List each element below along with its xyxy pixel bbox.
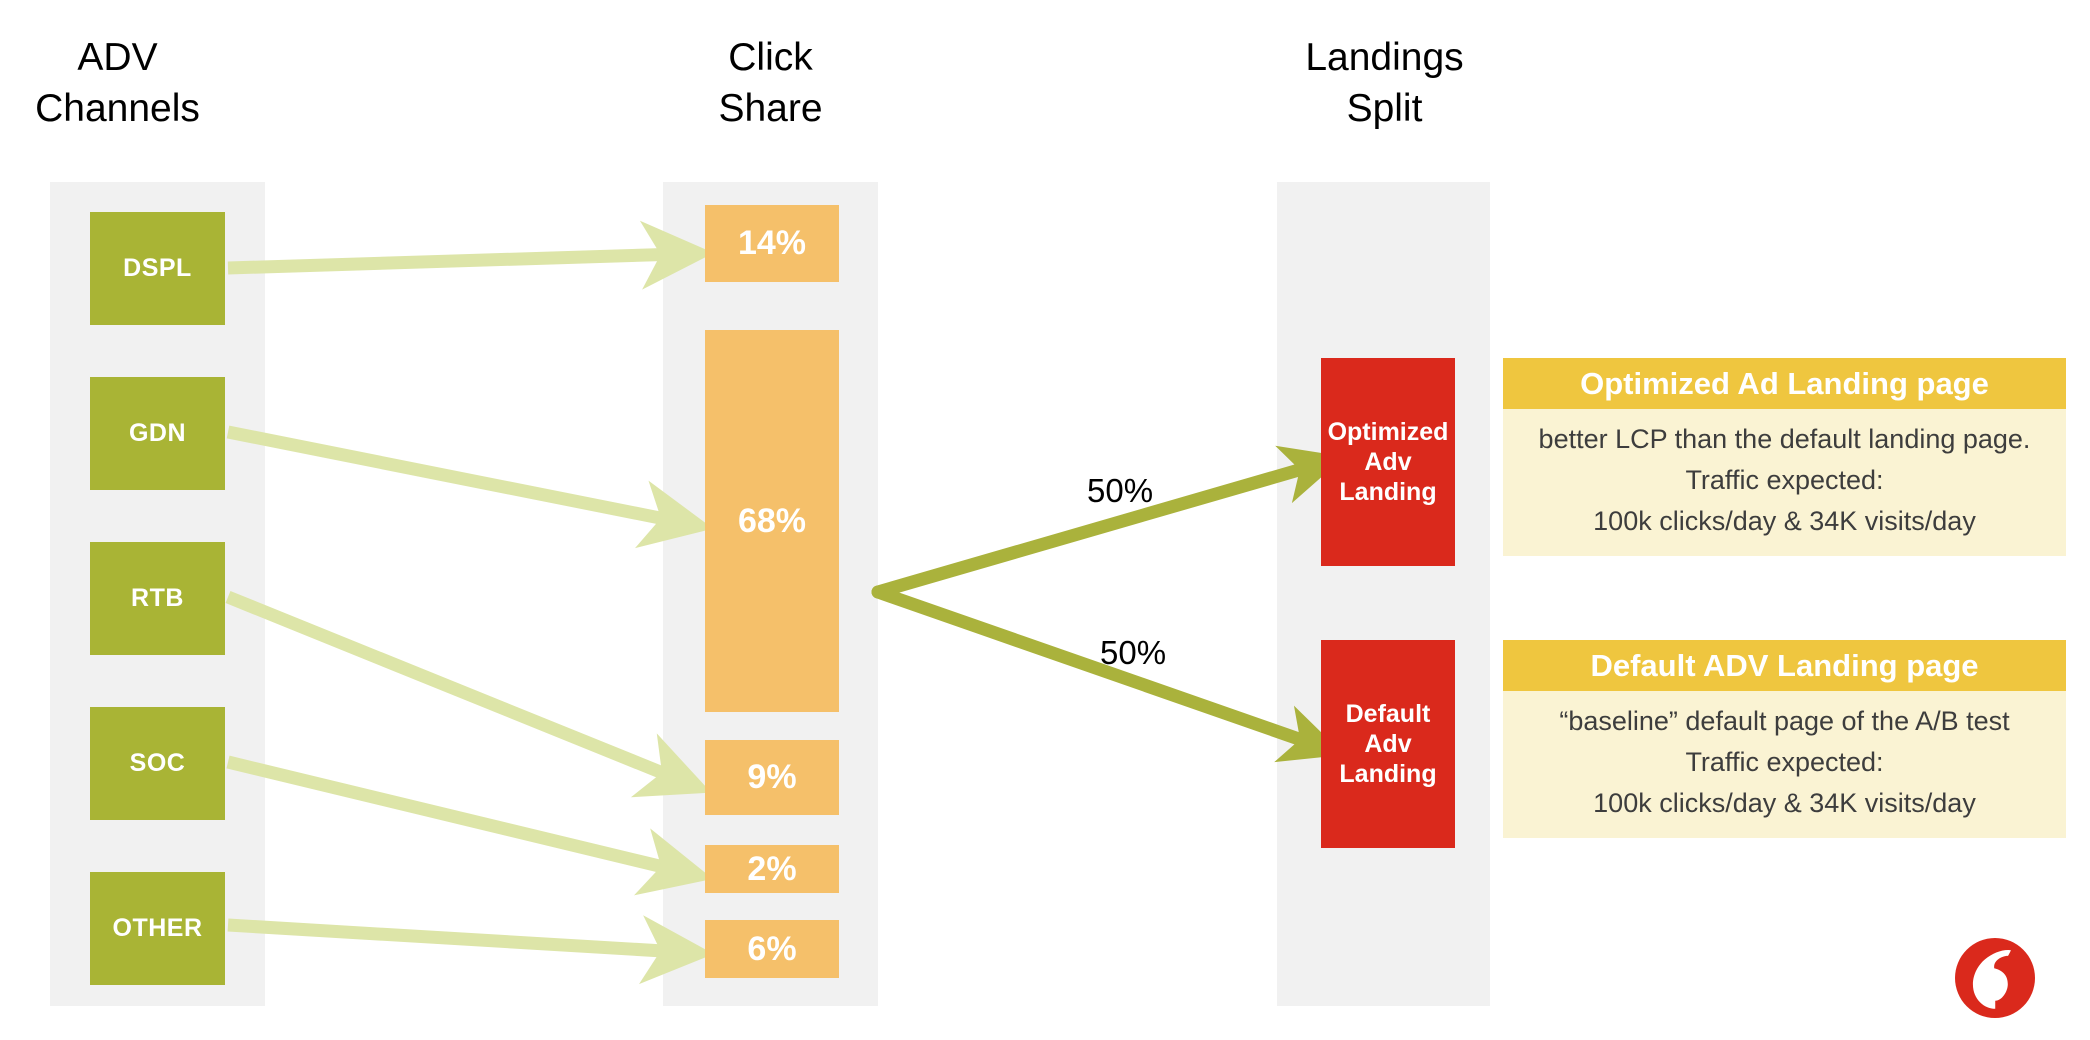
info-card-default: Default ADV Landing page “baseline” defa… (1503, 640, 2066, 838)
column-header-click-share: Click Share (718, 36, 823, 130)
landing-box-optimized[interactable]: Optimized Adv Landing (1321, 358, 1455, 566)
info-card-default-line-3: 100k clicks/day & 34K visits/day (1593, 788, 1976, 818)
click-share-box-2[interactable]: 2% (705, 845, 839, 893)
flow-dspl-to-14 (227, 220, 714, 290)
info-card-optimized-body: better LCP than the default landing page… (1503, 409, 2066, 556)
info-card-optimized-line-3: 100k clicks/day & 34K visits/day (1593, 506, 1976, 536)
flow-other-to-6 (227, 915, 714, 985)
adv-channel-box-soc[interactable]: SOC (90, 707, 225, 820)
flow-soc-to-2 (226, 755, 713, 896)
info-card-optimized-line-1: better LCP than the default landing page… (1538, 424, 2031, 454)
adv-channel-box-dspl[interactable]: DSPL (90, 212, 225, 325)
info-card-default-line-2: Traffic expected: (1685, 747, 1884, 777)
info-card-default-body: “baseline” default page of the A/B test … (1503, 691, 2066, 838)
split-label-optimized: 50% (1087, 472, 1154, 509)
column-header-landings-split: Landings Split (1305, 36, 1464, 130)
flow-split-to-default (871, 585, 1345, 763)
flow-rtb-to-9 (225, 590, 712, 798)
vodafone-logo (1955, 938, 2035, 1018)
info-card-optimized-title: Optimized Ad Landing page (1503, 358, 2066, 409)
click-share-box-6[interactable]: 6% (705, 920, 839, 978)
adv-channel-box-rtb[interactable]: RTB (90, 542, 225, 655)
split-label-default: 50% (1100, 634, 1167, 671)
column-header-adv-channels: ADV Channels (35, 36, 200, 130)
click-share-box-9[interactable]: 9% (705, 740, 839, 815)
info-card-default-title: Default ADV Landing page (1503, 640, 2066, 691)
info-card-optimized: Optimized Ad Landing page better LCP tha… (1503, 358, 2066, 556)
lane-landings-split (1277, 182, 1490, 1006)
vodafone-speechmark-icon (1972, 950, 2011, 1009)
click-share-box-68[interactable]: 68% (705, 330, 839, 712)
adv-channel-box-gdn[interactable]: GDN (90, 377, 225, 490)
adv-channel-box-other[interactable]: OTHER (90, 872, 225, 985)
flow-split-to-optimized (871, 445, 1345, 599)
info-card-default-line-1: “baseline” default page of the A/B test (1559, 706, 2010, 736)
landing-box-default[interactable]: Default Adv Landing (1321, 640, 1455, 848)
info-card-optimized-line-2: Traffic expected: (1685, 465, 1884, 495)
flow-gdn-to-68 (226, 425, 714, 549)
click-share-box-14[interactable]: 14% (705, 205, 839, 282)
